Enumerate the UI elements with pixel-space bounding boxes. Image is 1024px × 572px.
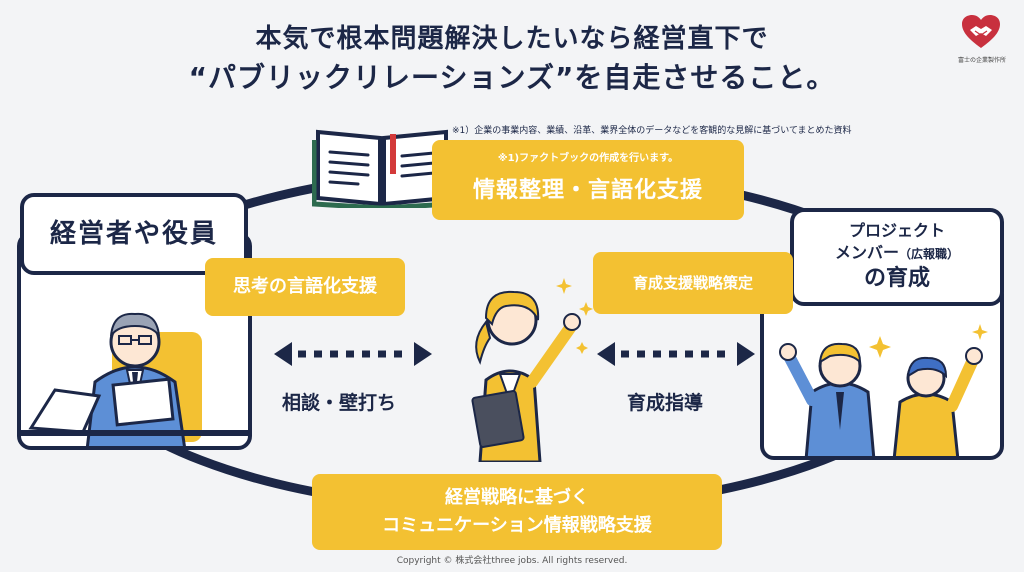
thought-verbalization-box: 思考の言語化支援 [205, 258, 405, 316]
communication-strategy-box: 経営戦略に基づく コミュニケーション情報戦略支援 [312, 474, 722, 550]
training-strategy-box: 育成支援戦略策定 [593, 252, 793, 314]
info-organizing-label: 情報整理・言語化支援 [472, 178, 703, 203]
executive-illustration [21, 312, 248, 446]
member-label-line2-main: メンバー [834, 243, 899, 262]
book-icon [312, 129, 452, 208]
copyright: Copyright © 株式会社three jobs. All rights r… [396, 556, 628, 566]
communication-strategy-line1: 経営戦略に基づく [445, 487, 589, 508]
page-title-line2: “パブリックリレーションズ”を自走させること。 [188, 61, 836, 94]
members-illustration [779, 324, 988, 456]
training-arrow [597, 342, 755, 366]
consultation-arrow [274, 342, 432, 366]
member-label-pr-role: （広報職） [899, 247, 960, 261]
consultation-label: 相談・壁打ち [282, 392, 397, 414]
training-guidance-label: 育成指導 [627, 392, 704, 414]
executive-label: 経営者や役員 [20, 193, 248, 275]
heart-handshake-icon [962, 15, 1000, 48]
member-label-line2: メンバー（広報職） [794, 242, 1000, 265]
consultant-illustration [471, 278, 593, 462]
member-panel [760, 280, 1004, 460]
factbook-note: ※1)ファクトブックの作成を行います。 [497, 153, 679, 164]
communication-strategy-line2: コミュニケーション情報戦略支援 [382, 515, 652, 536]
logo-caption: 富士の企業製作所 [958, 57, 1007, 64]
info-organizing-box: ※1)ファクトブックの作成を行います。 情報整理・言語化支援 [432, 140, 744, 220]
footnote: ※1）企業の事業内容、業績、沿革、業界全体のデータなどを客観的な見解に基づいてま… [452, 126, 852, 136]
member-label-line1: プロジェクト [848, 221, 945, 240]
member-label: プロジェクト メンバー（広報職） の育成 [790, 208, 1004, 306]
company-logo: 富士の企業製作所 [958, 14, 1007, 64]
page-title-line1: 本気で根本問題解決したいなら経営直下で [255, 24, 769, 54]
member-label-line3: の育成 [863, 266, 930, 291]
